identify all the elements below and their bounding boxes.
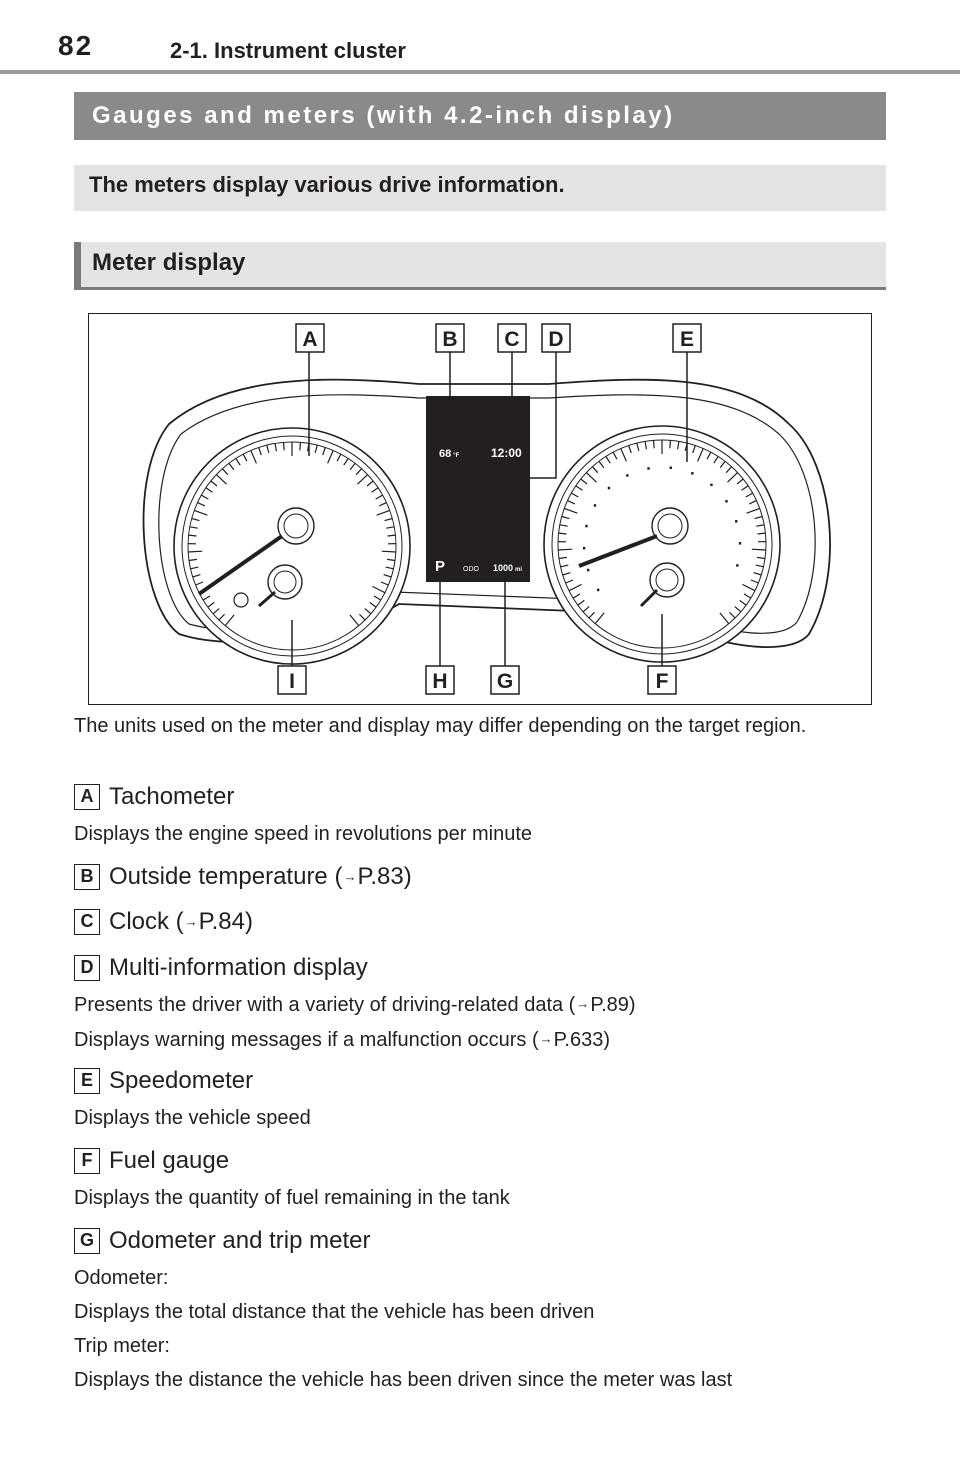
callout-I: I [277,665,307,695]
item-description: Odometer: [74,1267,169,1289]
callout-C: C [497,323,527,353]
item-description: Displays the vehicle speed [74,1107,311,1129]
label-badge-d: D [74,955,100,981]
callout-leader-lines [291,352,688,666]
arrow-icon: → [343,869,357,884]
item-description: Displays warning messages if a malfuncti… [74,1026,610,1053]
item-description: Displays the engine speed in revolutions… [74,823,533,845]
odo-label: ODO [463,566,480,573]
item-label: Odometer and trip meter [109,1227,371,1254]
item-label: Multi-information display [109,954,368,981]
item-description: Presents the driver with a variety of dr… [74,991,636,1018]
item-label: Tachometer [109,783,235,810]
item-label: Fuel gauge [109,1147,230,1174]
item-description: Displays the distance the vehicle has be… [74,1369,733,1391]
svg-text:F: F [656,670,669,693]
label-badge-e: E [74,1068,100,1094]
page-reference[interactable]: P.84 [198,908,245,935]
speedometer-gauge [543,425,781,663]
callout-B: B [435,323,465,353]
item-label: Outside temperature ( [109,863,343,890]
arrow-icon: → [184,914,198,929]
page-title: Gauges and meters (with 4.2-inch display… [74,92,886,140]
svg-text:E: E [680,328,694,351]
label-badge-g: G [74,1228,100,1254]
arrow-icon: → [576,996,590,1011]
item-description: Trip meter: [74,1335,170,1357]
clock-readout: 12:00 [491,446,522,460]
label-badge-b: B [74,864,100,890]
label-badge-f: F [74,1148,100,1174]
tachometer-gauge [173,427,411,665]
item-fuel-gauge: F Fuel gauge [74,1146,229,1176]
gear-indicator: P [435,558,445,575]
callout-F: F [647,665,677,695]
intro-box: The meters display various drive informa… [74,165,886,211]
callout-H: H [425,665,455,695]
page-reference[interactable]: P.89 [590,994,629,1016]
svg-text:B: B [442,328,457,351]
units-note: The units used on the meter and display … [74,715,807,737]
item-label: Clock ( [109,908,184,935]
multi-information-display [426,396,530,582]
item-description: Displays the quantity of fuel remaining … [74,1187,510,1209]
svg-text:H: H [432,670,447,693]
callout-D: D [541,323,571,353]
svg-text:A: A [302,328,317,351]
header-rule [0,70,960,74]
svg-text:I: I [289,670,295,693]
label-badge-c: C [74,909,100,935]
callout-E: E [672,323,702,353]
callout-A: A [295,323,325,353]
label-badge-a: A [74,784,100,810]
item-speedometer: E Speedometer [74,1066,253,1096]
item-description: Displays the total distance that the veh… [74,1301,595,1323]
item-tachometer: A Tachometer [74,782,234,812]
section-title: 2-1. Instrument cluster [170,38,406,63]
page-number: 82 [58,30,94,61]
svg-text:G: G [497,670,513,693]
svg-text:C: C [504,328,519,351]
item-odometer-trip-meter: G Odometer and trip meter [74,1226,370,1256]
arrow-icon: → [539,1031,553,1046]
page-reference[interactable]: P.633 [553,1029,604,1051]
subsection-heading: Meter display [74,242,886,290]
svg-text:D: D [548,328,563,351]
temperature-readout: 68°F [439,448,460,460]
callout-G: G [490,665,520,695]
page-reference[interactable]: P.83 [357,863,404,890]
item-label: Speedometer [109,1067,254,1094]
item-multi-information-display: D Multi-information display [74,953,368,983]
